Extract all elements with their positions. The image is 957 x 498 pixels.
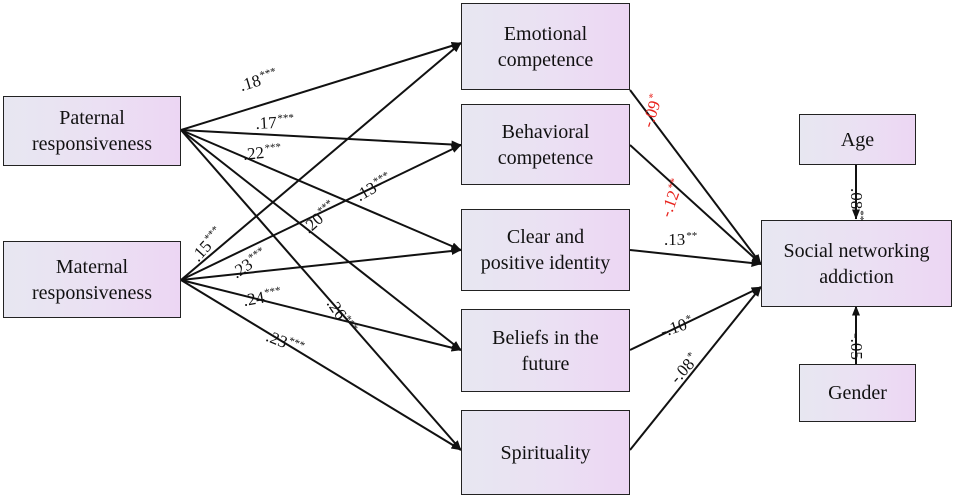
- arrow-maternal-emotional: [180, 42, 462, 281]
- coef-gender-outcome: -.05: [847, 333, 866, 360]
- arrow-maternal-identity: [180, 247, 462, 281]
- arrow-spirituality-outcome: [629, 286, 762, 451]
- arrow-maternal-beliefs: [180, 279, 462, 352]
- arrow-paternal-spirituality: [180, 129, 462, 451]
- arrow-emotional-outcome: [629, 89, 762, 265]
- node-gender: Gender: [799, 364, 916, 422]
- arrow-paternal-identity: [180, 129, 462, 251]
- arrow-paternal-behavioral: [180, 129, 462, 149]
- arrow-paternal-emotional: [180, 41, 462, 131]
- arrow-beliefs-outcome: [629, 286, 762, 351]
- coef-paternal-identity: .22***: [241, 141, 282, 165]
- node-spirituality: Spirituality: [461, 410, 630, 495]
- coef-age-outcome: .08**: [847, 188, 866, 222]
- arrow-maternal-behavioral: [180, 144, 462, 281]
- arrow-paternal-beliefs: [180, 129, 462, 351]
- arrow-identity-outcome: [629, 249, 762, 267]
- coef-paternal-behavioral: .17***: [254, 111, 295, 134]
- arrow-behavioral-outcome: [629, 144, 762, 265]
- coef-identity-outcome: .13**: [664, 230, 698, 249]
- node-age: Age: [799, 114, 916, 165]
- arrow-maternal-spirituality: [180, 279, 462, 451]
